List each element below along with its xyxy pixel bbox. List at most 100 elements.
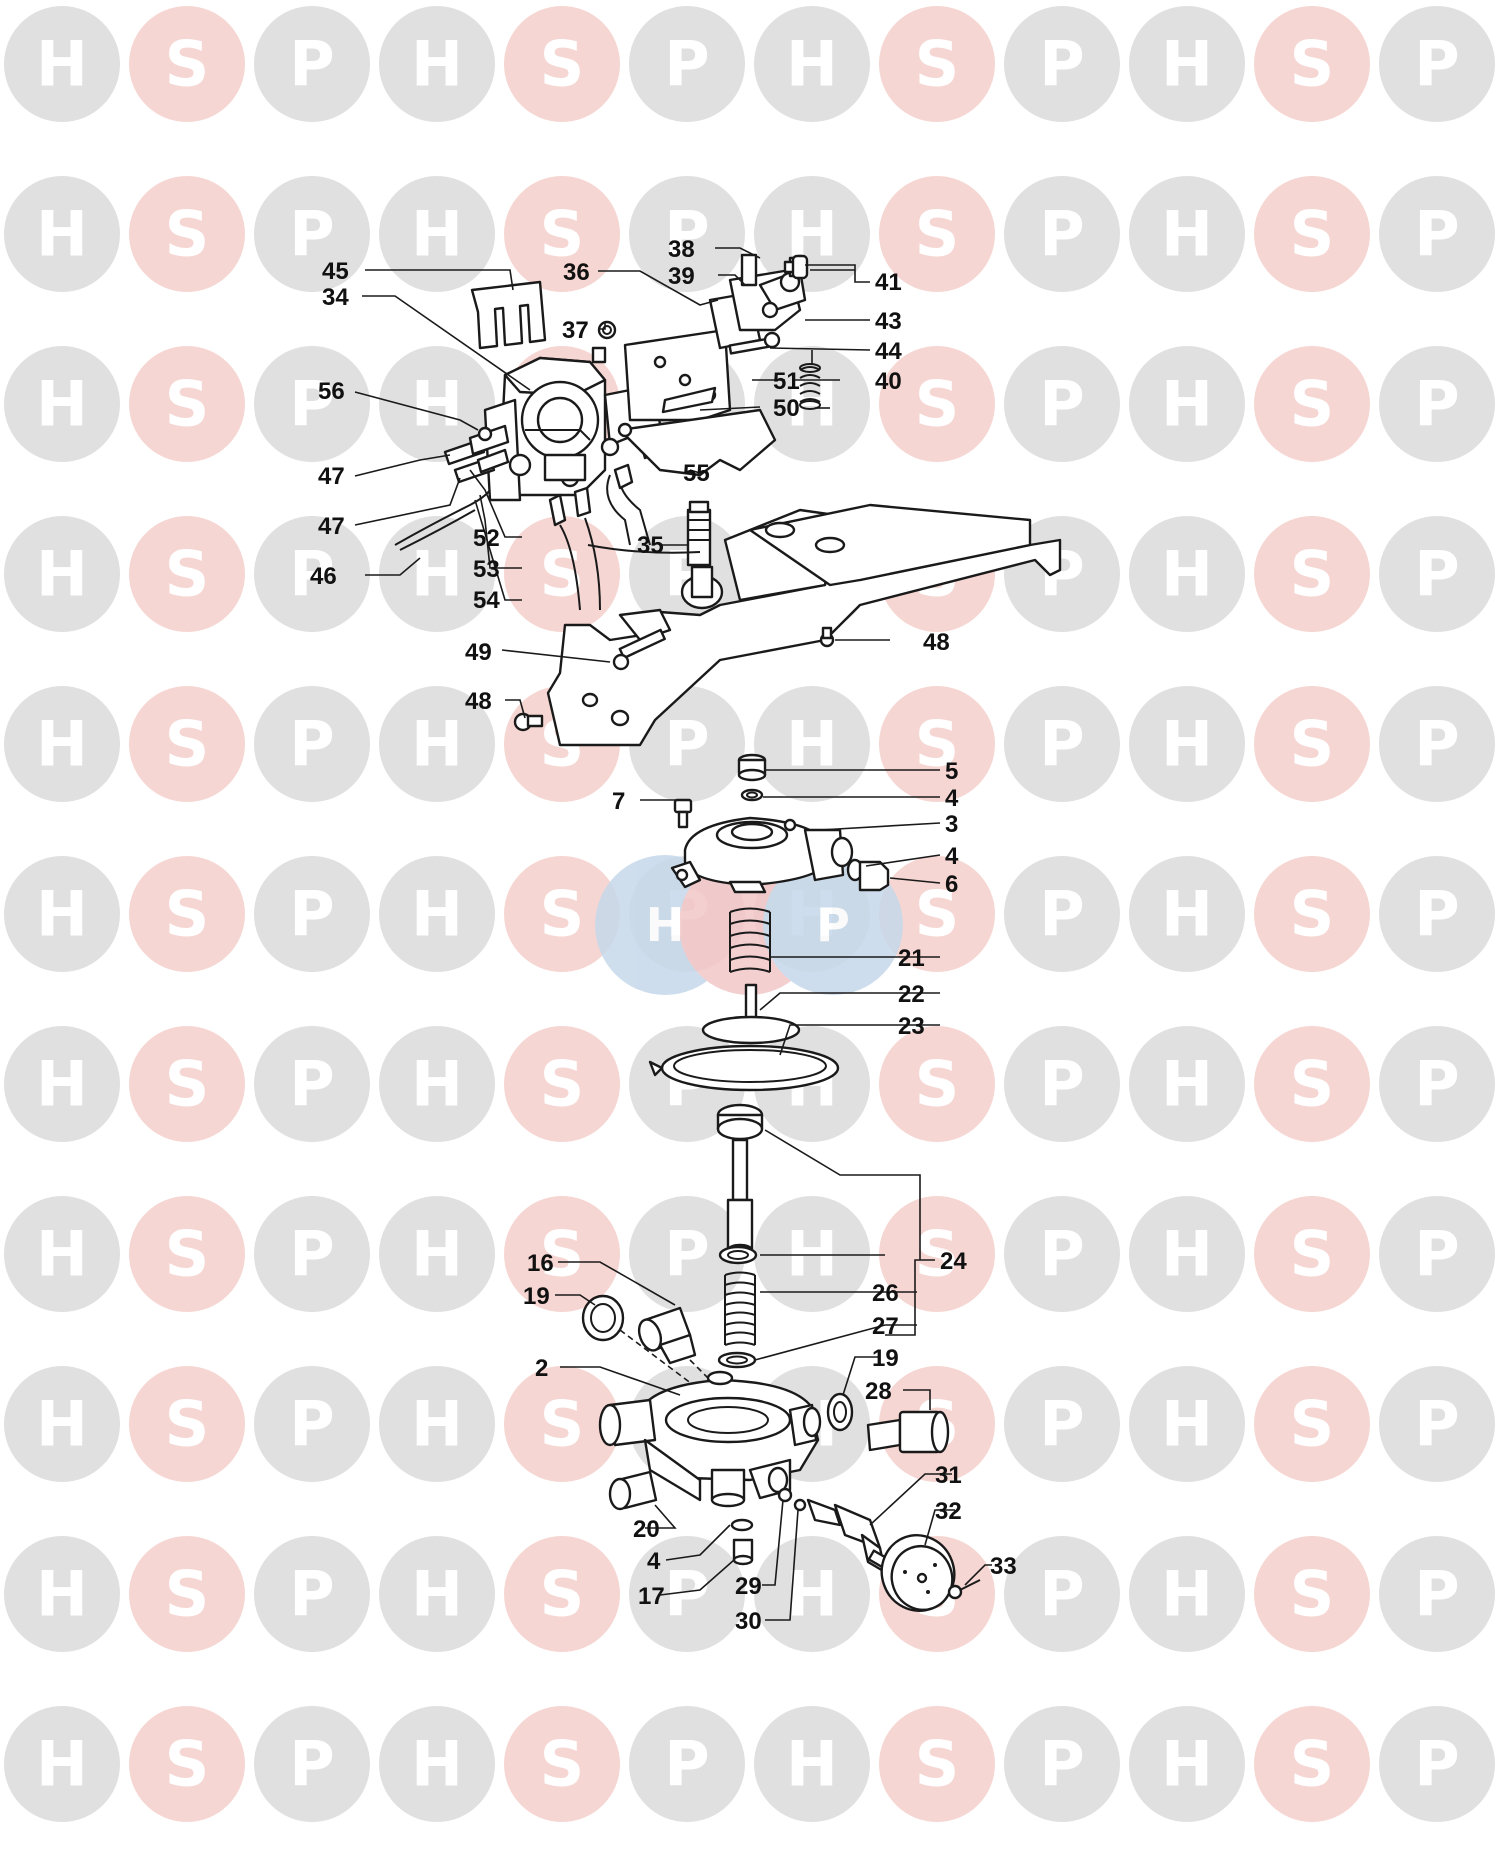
- watermark-circle: [4, 1366, 120, 1482]
- part-48-screws: [513, 626, 835, 732]
- watermark-circle: [1129, 1026, 1245, 1142]
- watermark-circle: [254, 1366, 370, 1482]
- watermark-circle: [1254, 6, 1370, 122]
- water-section-assembly: [581, 753, 981, 1612]
- watermark-letter: H: [1161, 708, 1213, 781]
- part-6-nut: [858, 860, 890, 892]
- watermark-letter: P: [1414, 198, 1459, 271]
- watermark-circle: [1379, 686, 1495, 802]
- watermark-circle: [4, 686, 120, 802]
- watermark-letter: H: [36, 1048, 88, 1121]
- watermark-letter: P: [289, 1218, 334, 1291]
- watermark-letter: S: [1290, 1218, 1335, 1291]
- watermark-circle: [129, 6, 245, 122]
- label-24: 24: [940, 1248, 967, 1275]
- watermark-letter: S: [915, 1218, 960, 1291]
- label-27: 27: [872, 1313, 899, 1340]
- watermark-letter: P: [289, 28, 334, 101]
- watermark-circle: [754, 1536, 870, 1652]
- watermark-circle: [1379, 1536, 1495, 1652]
- part-32-knob: [880, 1534, 956, 1612]
- watermark-circle: [629, 1536, 745, 1652]
- watermark-letter: P: [289, 368, 334, 441]
- watermark-circle: [1004, 176, 1120, 292]
- watermark-circle: [254, 1536, 370, 1652]
- watermark-circle: [379, 1536, 495, 1652]
- watermark-letter: P: [1414, 538, 1459, 611]
- watermark-circle: [1129, 176, 1245, 292]
- watermark-letter: S: [540, 28, 585, 101]
- watermark-letter: H: [36, 1558, 88, 1631]
- label-5: 5: [945, 758, 958, 785]
- watermark-letter: P: [1414, 1388, 1459, 1461]
- label-41: 41: [875, 269, 902, 296]
- watermark-letter: H: [786, 1728, 838, 1801]
- watermark-letter: P: [1039, 1048, 1084, 1121]
- label-48a: 48: [923, 629, 950, 656]
- watermark-circle: [1129, 516, 1245, 632]
- watermark-circle: [504, 1196, 620, 1312]
- watermark-circle: [1379, 176, 1495, 292]
- label-48b: 48: [465, 688, 492, 715]
- watermark-circle: [379, 6, 495, 122]
- label-56: 56: [318, 378, 345, 405]
- watermark-letter: H: [1161, 538, 1213, 611]
- part-23-diaphragm: [648, 1044, 840, 1092]
- part-21-spring: [729, 907, 771, 973]
- watermark-letter: P: [289, 198, 334, 271]
- watermark-circle: [504, 6, 620, 122]
- watermark-letter: S: [1290, 368, 1335, 441]
- watermark-circle: [129, 1196, 245, 1312]
- label-39: 39: [668, 263, 695, 290]
- watermark-circle: [1004, 1026, 1120, 1142]
- label-32: 32: [935, 1498, 962, 1525]
- watermark-letter: S: [165, 28, 210, 101]
- watermark-letter: S: [1290, 198, 1335, 271]
- watermark-letter: H: [1161, 1558, 1213, 1631]
- part-number-labels: 45 34 36 38 39 41 37 43 44 40 51 50 56 4…: [310, 236, 1017, 1635]
- watermark-letter: S: [165, 1388, 210, 1461]
- watermark-letter: P: [664, 708, 709, 781]
- watermark-letter: S: [1290, 28, 1335, 101]
- watermark-letter: P: [289, 1558, 334, 1631]
- watermark-letter: S: [1290, 1728, 1335, 1801]
- watermark-letter: H: [411, 1388, 463, 1461]
- label-4a: 4: [945, 785, 959, 812]
- watermark-letter: H: [36, 28, 88, 101]
- watermark-circle: [379, 346, 495, 462]
- watermark-letter: P: [1414, 28, 1459, 101]
- label-19a: 19: [523, 1283, 550, 1310]
- watermark-circle: [1004, 1366, 1120, 1482]
- watermark-letter: S: [165, 708, 210, 781]
- watermark-circle: [504, 856, 620, 972]
- watermark-circle: [1254, 346, 1370, 462]
- watermark-letter: P: [289, 878, 334, 951]
- watermark-letter: H: [411, 878, 463, 951]
- watermark-letter: H: [411, 28, 463, 101]
- watermark-circle: [1379, 346, 1495, 462]
- part-4-washer-top: [740, 788, 764, 802]
- label-55: 55: [683, 460, 710, 487]
- watermark-letter: P: [1414, 1558, 1459, 1631]
- watermark-letter: H: [786, 28, 838, 101]
- part-26-spring: [724, 1271, 756, 1346]
- label-34: 34: [322, 284, 349, 311]
- watermark-circle: [129, 1536, 245, 1652]
- watermark-circle: [879, 1706, 995, 1822]
- watermark-circle: [754, 1706, 870, 1822]
- watermark-circle: [4, 516, 120, 632]
- part-7-screw: [673, 798, 693, 829]
- watermark-circle: [754, 686, 870, 802]
- watermark-letter: P: [1414, 1728, 1459, 1801]
- watermark-letter: P: [1039, 1388, 1084, 1461]
- watermark-circle: [379, 1196, 495, 1312]
- watermark-circle: [629, 176, 745, 292]
- part-41-cap: [791, 254, 809, 280]
- watermark-circle: [1129, 6, 1245, 122]
- label-50: 50: [773, 395, 800, 422]
- part-19-seal-left: [581, 1294, 625, 1342]
- part-5-plug: [737, 753, 767, 782]
- watermark-circle: [1004, 346, 1120, 462]
- label-2: 2: [535, 1355, 548, 1382]
- watermark-letter: H: [411, 368, 463, 441]
